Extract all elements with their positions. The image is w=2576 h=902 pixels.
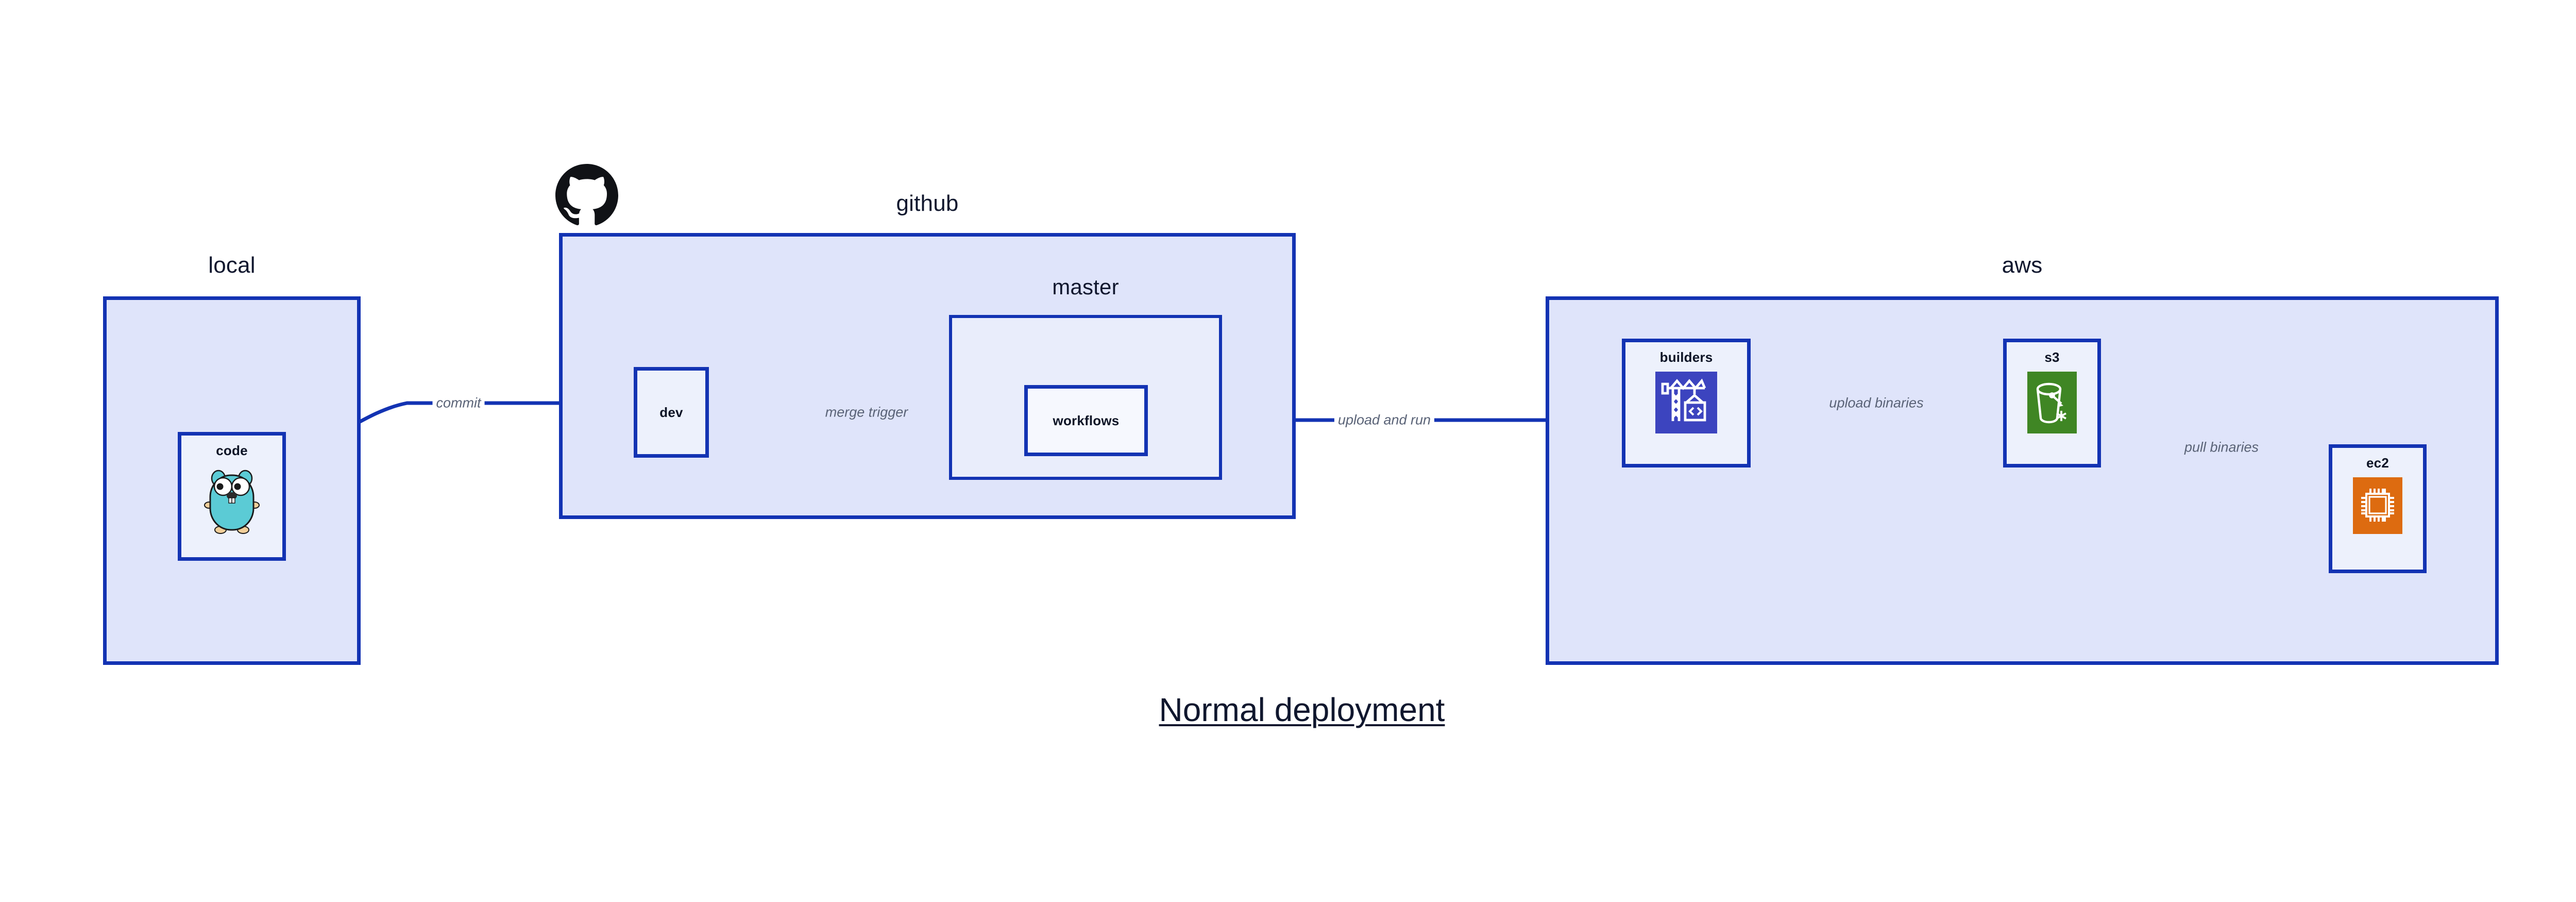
- edge-label-commit: commit: [432, 395, 485, 411]
- aws-ec2-chip-icon: [2353, 477, 2402, 534]
- edge-label-pull-binaries: pull binaries: [2180, 439, 2263, 456]
- node-code-label: code: [216, 443, 248, 458]
- group-master-title: master: [1052, 275, 1119, 299]
- group-aws-title: aws: [2002, 253, 2043, 278]
- diagram-title: Normal deployment: [1159, 691, 1445, 728]
- node-workflows[interactable]: workflows: [1024, 385, 1148, 456]
- node-ec2-label: ec2: [2366, 455, 2389, 471]
- node-dev[interactable]: dev: [634, 367, 709, 458]
- group-github-title: github: [896, 191, 959, 216]
- node-builders-label: builders: [1659, 349, 1713, 365]
- node-dev-label: dev: [659, 404, 683, 420]
- aws-codebuild-crane-icon: [1655, 372, 1717, 433]
- edge-label-upload-and-run: upload and run: [1334, 412, 1435, 428]
- github-octocat-icon: [555, 164, 618, 225]
- aws-s3-bucket-icon: [2027, 372, 2077, 433]
- node-workflows-label: workflows: [1053, 412, 1120, 428]
- edge-label-merge-trigger: merge trigger: [821, 404, 912, 421]
- edge-label-upload-binaries: upload binaries: [1825, 395, 1927, 411]
- group-local-title: local: [208, 253, 256, 278]
- node-s3-label: s3: [2044, 349, 2060, 365]
- node-builders[interactable]: builders: [1622, 339, 1751, 467]
- go-gopher-icon: [204, 470, 260, 534]
- node-code[interactable]: code: [178, 432, 286, 561]
